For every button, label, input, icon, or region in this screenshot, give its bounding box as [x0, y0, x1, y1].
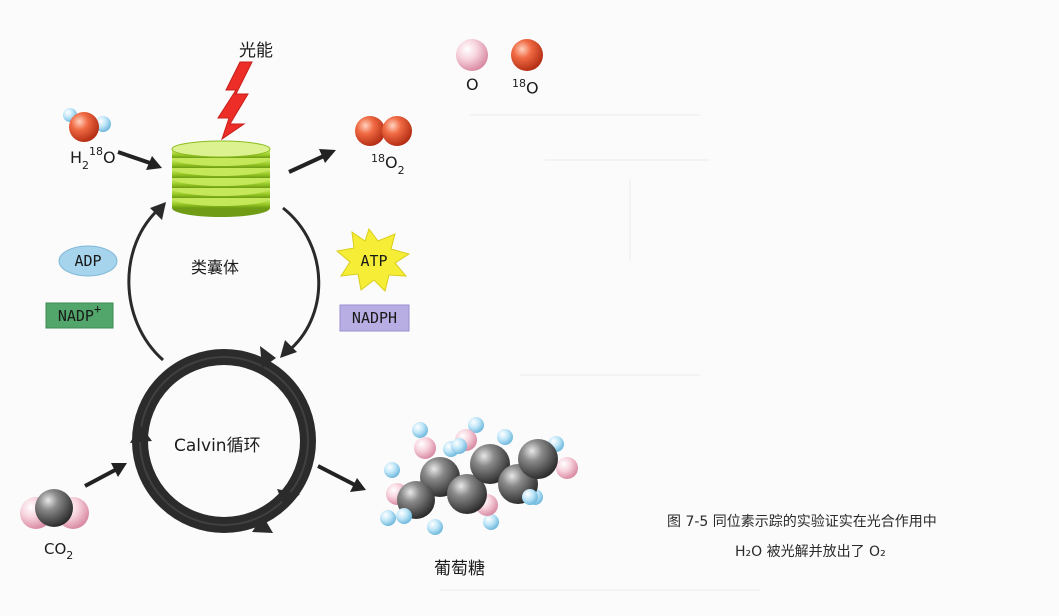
legend-plain-oxygen-label: O — [466, 75, 479, 94]
legend-heavy-oxygen-atom — [511, 39, 543, 71]
oxygen-sub: 2 — [397, 164, 405, 177]
glucose-arrow — [317, 464, 356, 487]
figure-caption-line2: H₂O 被光解并放出了 O₂ — [735, 544, 886, 560]
glucose-molecule — [380, 417, 578, 535]
calvin-cycle-ring — [130, 346, 316, 533]
glucose-label: 葡萄糖 — [434, 559, 485, 579]
calvin-cycle-label: Calvin循环 — [174, 436, 261, 456]
oxygen-molecule — [355, 116, 412, 146]
legend-heavy-oxygen-mass: 18 — [512, 77, 526, 90]
water-h-sub: 2 — [82, 159, 90, 172]
legend-heavy-oxygen-label: 18O — [512, 77, 539, 97]
atp-supply-arrow — [282, 206, 321, 354]
co2-molecule — [20, 489, 89, 529]
water-formula-label: H218O — [70, 145, 116, 172]
nadp-badge — [45, 302, 114, 329]
light-energy-label: 光能 — [239, 41, 273, 61]
co2-text: CO — [44, 540, 67, 558]
nadph-badge — [339, 304, 410, 332]
co2-sub: 2 — [66, 549, 74, 562]
oxygen-arrow-head — [319, 149, 336, 163]
legend-heavy-oxygen-symbol: O — [526, 78, 539, 98]
atp-label: ATP — [360, 252, 388, 270]
co2-formula-label: CO2 — [44, 540, 73, 562]
oxygen-formula-label: 18O2 — [371, 152, 405, 177]
water-o: O — [103, 148, 116, 167]
thylakoid-stack — [171, 140, 271, 217]
water-molecule — [63, 108, 111, 142]
water-hydrogen-atom — [95, 116, 111, 132]
oxygen-arrow — [288, 153, 327, 174]
legend-plain-oxygen-atom — [456, 39, 488, 71]
water-oxygen-atom — [69, 112, 99, 142]
oxygen-o: O — [385, 153, 398, 172]
nadp-charge: + — [93, 301, 102, 316]
oxygen-mass: 18 — [371, 152, 385, 165]
water-arrow — [117, 150, 154, 166]
co2-arrow — [84, 467, 118, 488]
adp-label: ADP — [74, 252, 102, 270]
legend — [456, 39, 543, 71]
water-mass: 18 — [89, 145, 104, 158]
light-bolt-icon — [217, 61, 253, 141]
adp-badge — [58, 245, 118, 277]
nadp-label: NADP+ — [46, 301, 113, 328]
nadph-label: NADPH — [351, 309, 398, 327]
water-h: H — [70, 148, 83, 167]
background-bleed — [440, 114, 760, 591]
atp-burst — [335, 227, 411, 292]
nadp-text: NADP — [57, 306, 94, 325]
thylakoid-label: 类囊体 — [191, 258, 240, 277]
nadp-return-arrow — [127, 206, 164, 362]
water-arrow-head — [146, 156, 162, 170]
figure-caption-line1: 图 7-5 同位素示踪的实验证实在光合作用中 — [667, 514, 937, 530]
thylakoid-top-disc — [171, 140, 271, 158]
